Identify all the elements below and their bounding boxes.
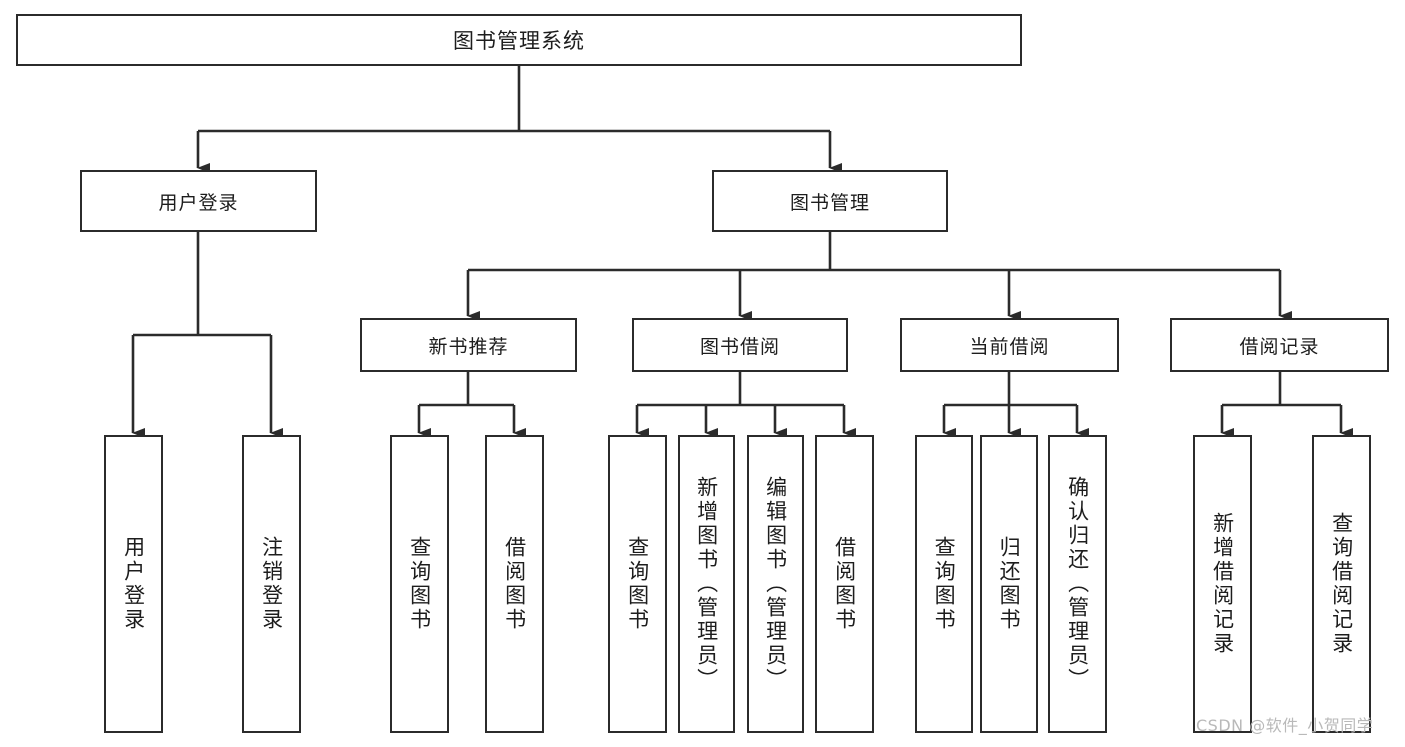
node-current-borrow-label: 当前借阅 [969,335,1050,358]
node-leaf-label: 归还图书 [997,536,1022,632]
node-borrow-record[interactable]: 借阅记录 [1170,318,1389,372]
node-leaf-new-book-1[interactable]: 查询图书 [390,435,449,733]
node-leaf-label: 确认归还（管理员） [1065,476,1090,692]
node-user-login-label: 用户登录 [158,191,239,214]
node-leaf-new-book-2[interactable]: 借阅图书 [485,435,544,733]
node-book-borrow-label: 图书借阅 [699,335,780,358]
node-leaf-book-borrow-3[interactable]: 编辑图书（管理员） [747,435,804,733]
node-current-borrow[interactable]: 当前借阅 [900,318,1119,372]
node-leaf-current-borrow-3[interactable]: 确认归还（管理员） [1048,435,1107,733]
node-leaf-user-login-1[interactable]: 用户登录 [104,435,163,733]
node-borrow-record-label: 借阅记录 [1239,335,1320,358]
node-leaf-label: 查询借阅记录 [1329,512,1354,656]
node-root[interactable]: 图书管理系统 [16,14,1022,66]
node-book-manage[interactable]: 图书管理 [712,170,948,232]
node-leaf-label: 借阅图书 [502,536,527,632]
node-book-manage-label: 图书管理 [789,191,870,214]
node-leaf-label: 用户登录 [121,536,146,632]
node-root-label: 图书管理系统 [453,29,585,53]
node-leaf-label: 新增借阅记录 [1210,512,1235,656]
node-leaf-current-borrow-2[interactable]: 归还图书 [980,435,1038,733]
node-leaf-book-borrow-4[interactable]: 借阅图书 [815,435,874,733]
node-leaf-label: 新增图书（管理员） [694,476,719,692]
node-new-book-recommend[interactable]: 新书推荐 [360,318,577,372]
node-leaf-book-borrow-1[interactable]: 查询图书 [608,435,667,733]
node-leaf-current-borrow-1[interactable]: 查询图书 [915,435,973,733]
node-leaf-label: 查询图书 [625,536,650,632]
node-leaf-label: 查询图书 [407,536,432,632]
node-leaf-label: 借阅图书 [832,536,857,632]
node-leaf-label: 查询图书 [932,536,957,632]
node-leaf-borrow-record-2[interactable]: 查询借阅记录 [1312,435,1371,733]
node-leaf-borrow-record-1[interactable]: 新增借阅记录 [1193,435,1252,733]
node-book-borrow[interactable]: 图书借阅 [632,318,848,372]
node-leaf-book-borrow-2[interactable]: 新增图书（管理员） [678,435,735,733]
node-new-book-recommend-label: 新书推荐 [428,335,509,358]
node-leaf-user-login-2[interactable]: 注销登录 [242,435,301,733]
node-leaf-label: 编辑图书（管理员） [763,476,788,692]
node-leaf-label: 注销登录 [259,536,284,632]
node-user-login[interactable]: 用户登录 [80,170,317,232]
